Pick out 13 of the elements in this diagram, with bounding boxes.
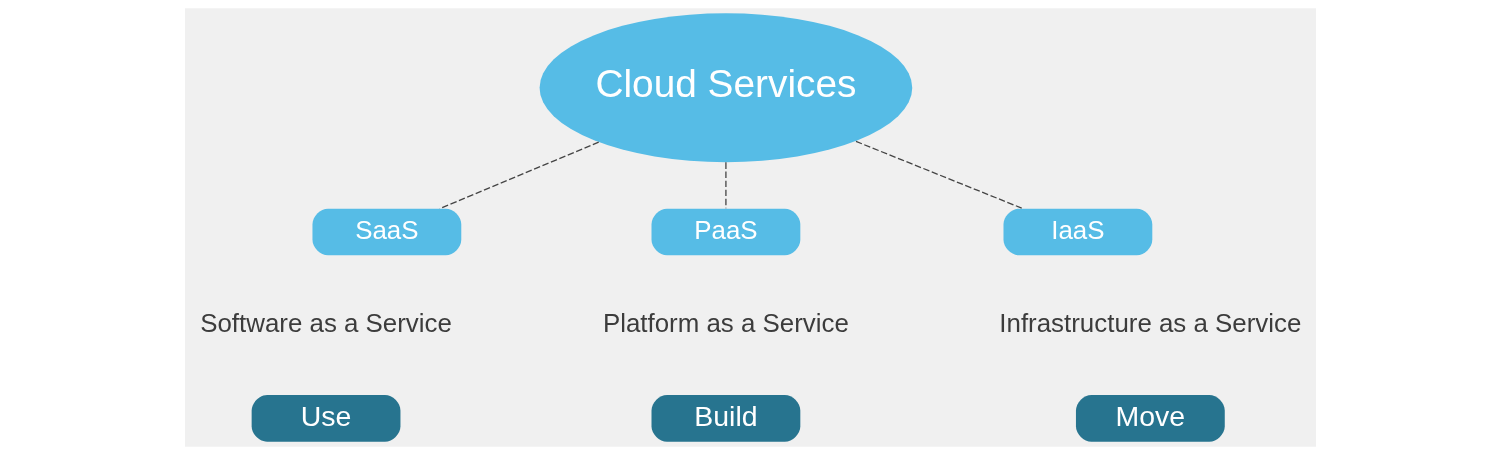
node-box: Move [1075, 395, 1225, 442]
node-box: Use [251, 395, 400, 442]
connector [854, 140, 1024, 210]
node-label: Infrastructure as a Service [998, 308, 1301, 337]
node-box: SaaS [311, 208, 461, 256]
node-label: Platform as a Service [602, 308, 849, 337]
node-box: IaaS [1003, 208, 1152, 256]
node-box: Build [651, 395, 800, 442]
connector [724, 161, 727, 209]
node-label: Software as a Service [199, 308, 452, 337]
node-box: PaaS [651, 208, 800, 256]
node-ellipse: Cloud Services [539, 13, 912, 163]
connector [438, 141, 599, 210]
